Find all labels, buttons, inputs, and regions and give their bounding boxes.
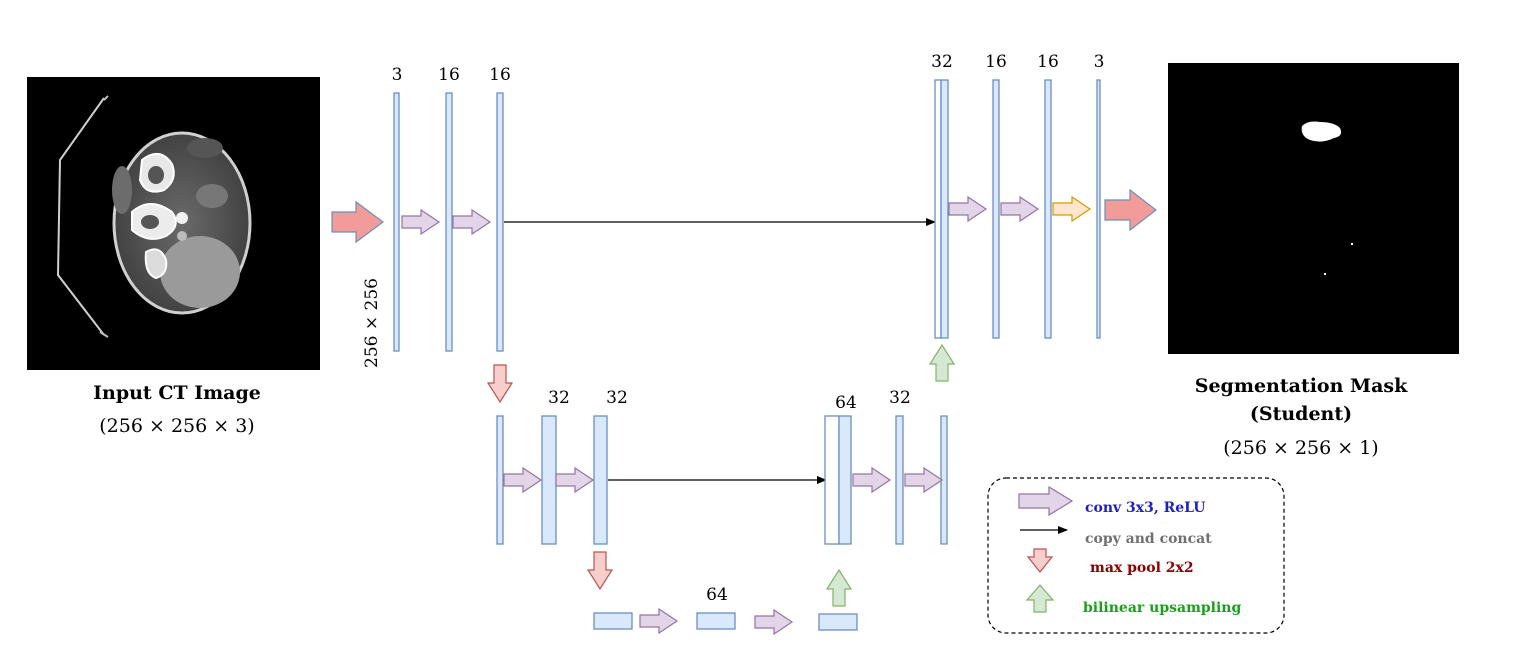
channel-label: 32: [548, 388, 570, 408]
spatial-size-label: 256 × 256: [362, 278, 382, 368]
channel-label: 16: [985, 52, 1007, 72]
feature-map-bottleneck-b: [696, 612, 736, 630]
conv-arrow: [555, 466, 595, 494]
channel-label: 16: [489, 65, 511, 85]
channel-label: 16: [438, 65, 460, 85]
output-dims: (256 × 256 × 1): [1223, 437, 1378, 459]
input-dims: (256 × 256 × 3): [99, 415, 254, 437]
conv-arrow: [401, 208, 441, 236]
feature-map-dec1-concat-up: [940, 79, 949, 339]
feature-map-dec1-concat-copy: [934, 79, 942, 339]
feature-map-dec1-d: [1096, 79, 1101, 339]
legend-upsample-icon: [1025, 584, 1055, 613]
feature-map-enc1-b: [445, 92, 453, 352]
conv-arrow: [503, 466, 543, 494]
output-title-line1: Segmentation Mask: [1195, 375, 1408, 397]
legend-conv-label: conv 3x3, ReLU: [1085, 500, 1205, 516]
segmentation-mask-image: [1168, 63, 1459, 354]
feature-map-bottleneck-c: [818, 613, 858, 631]
feature-map-enc1-a: [393, 92, 400, 352]
channel-label: 16: [1037, 52, 1059, 72]
conv-arrow: [754, 608, 794, 636]
conv-arrow: [948, 195, 988, 223]
feature-map-enc2-b: [541, 415, 557, 545]
upsample-arrow: [825, 568, 853, 607]
output-arrow: [1104, 188, 1157, 232]
final-conv-arrow: [1052, 195, 1092, 223]
feature-map-dec1-b: [992, 79, 1000, 339]
channel-label: 64: [706, 585, 728, 605]
channel-label: 3: [1094, 52, 1105, 72]
channel-label: 3: [392, 65, 403, 85]
legend-pool-label: max pool 2x2: [1090, 560, 1194, 576]
legend-conv-icon: [1018, 485, 1074, 517]
conv-arrow: [639, 607, 679, 635]
output-title-line2: (Student): [1250, 403, 1352, 425]
upsample-arrow: [928, 343, 956, 382]
input-arrow: [331, 200, 385, 244]
conv-arrow: [1000, 195, 1040, 223]
conv-arrow: [852, 466, 892, 494]
input-title: Input CT Image: [93, 382, 261, 404]
feature-map-enc2-c: [593, 415, 608, 545]
legend-upsample-label: bilinear upsampling: [1083, 600, 1241, 616]
channel-label: 64: [835, 393, 857, 413]
feature-map-enc2-a: [496, 415, 504, 545]
feature-map-dec1-c: [1044, 79, 1052, 339]
maxpool-arrow: [586, 551, 614, 591]
conv-arrow: [452, 208, 492, 236]
legend: conv 3x3, ReLU copy and concat max pool …: [987, 477, 1285, 634]
feature-map-dec2-concat-copy: [824, 415, 840, 545]
maxpool-arrow: [486, 364, 514, 404]
feature-map-dec2-concat-up: [838, 415, 852, 545]
legend-copy-label: copy and concat: [1085, 531, 1212, 547]
feature-map-dec2-b: [895, 415, 904, 545]
conv-arrow: [904, 466, 944, 494]
channel-label: 32: [606, 388, 628, 408]
feature-map-bottleneck-a: [593, 612, 633, 630]
legend-pool-icon: [1026, 548, 1054, 573]
channel-label: 32: [889, 388, 911, 408]
input-ct-image: [27, 77, 320, 370]
feature-map-enc1-c: [496, 92, 504, 352]
channel-label: 32: [931, 52, 953, 72]
